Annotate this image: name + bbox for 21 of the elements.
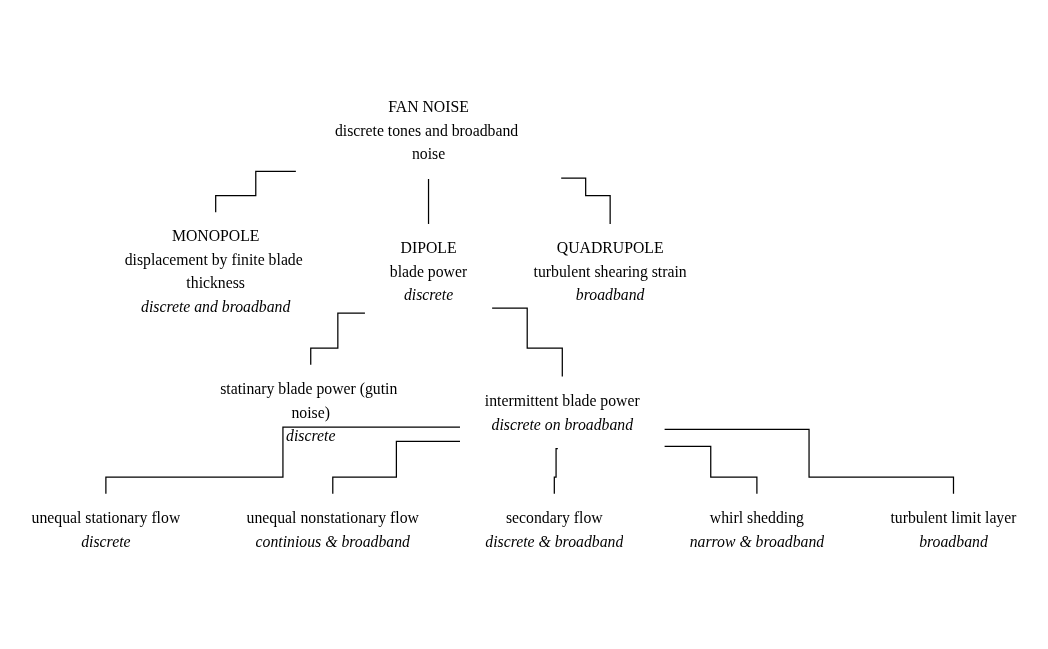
node-text: unequal nonstationary flow continious & broadband: [246, 508, 419, 550]
connector: [332, 440, 461, 495]
connector: [215, 170, 297, 213]
connector: [427, 178, 430, 225]
connector: [664, 428, 955, 495]
node-text: unequal stationary flow discrete: [31, 508, 181, 550]
connector: [560, 177, 611, 225]
connector: [553, 448, 559, 495]
node-text: MONOPOLE displacement by finite blade thickness discrete and broadband: [124, 227, 303, 316]
node-text: turbulent limit layer broadband: [890, 508, 1017, 550]
node-text: secondary flow discrete & broadband: [485, 508, 624, 550]
connector: [105, 426, 461, 495]
node-text: whirl shedding narrow & broadband: [689, 508, 825, 550]
node-text: intermittent blade power discrete on broadband: [484, 391, 640, 433]
connector: [310, 312, 366, 366]
connector: [664, 445, 758, 495]
node-text: statinary blade power (gutin noise) discrete: [220, 379, 398, 445]
connector: [491, 307, 563, 378]
node-text: QUADRUPOLE turbulent shearing strain broadband: [533, 238, 687, 304]
node-text: FAN NOISE discrete tones and broadband noise: [334, 98, 519, 163]
node-text: DIPOLE blade power discrete: [389, 238, 468, 304]
